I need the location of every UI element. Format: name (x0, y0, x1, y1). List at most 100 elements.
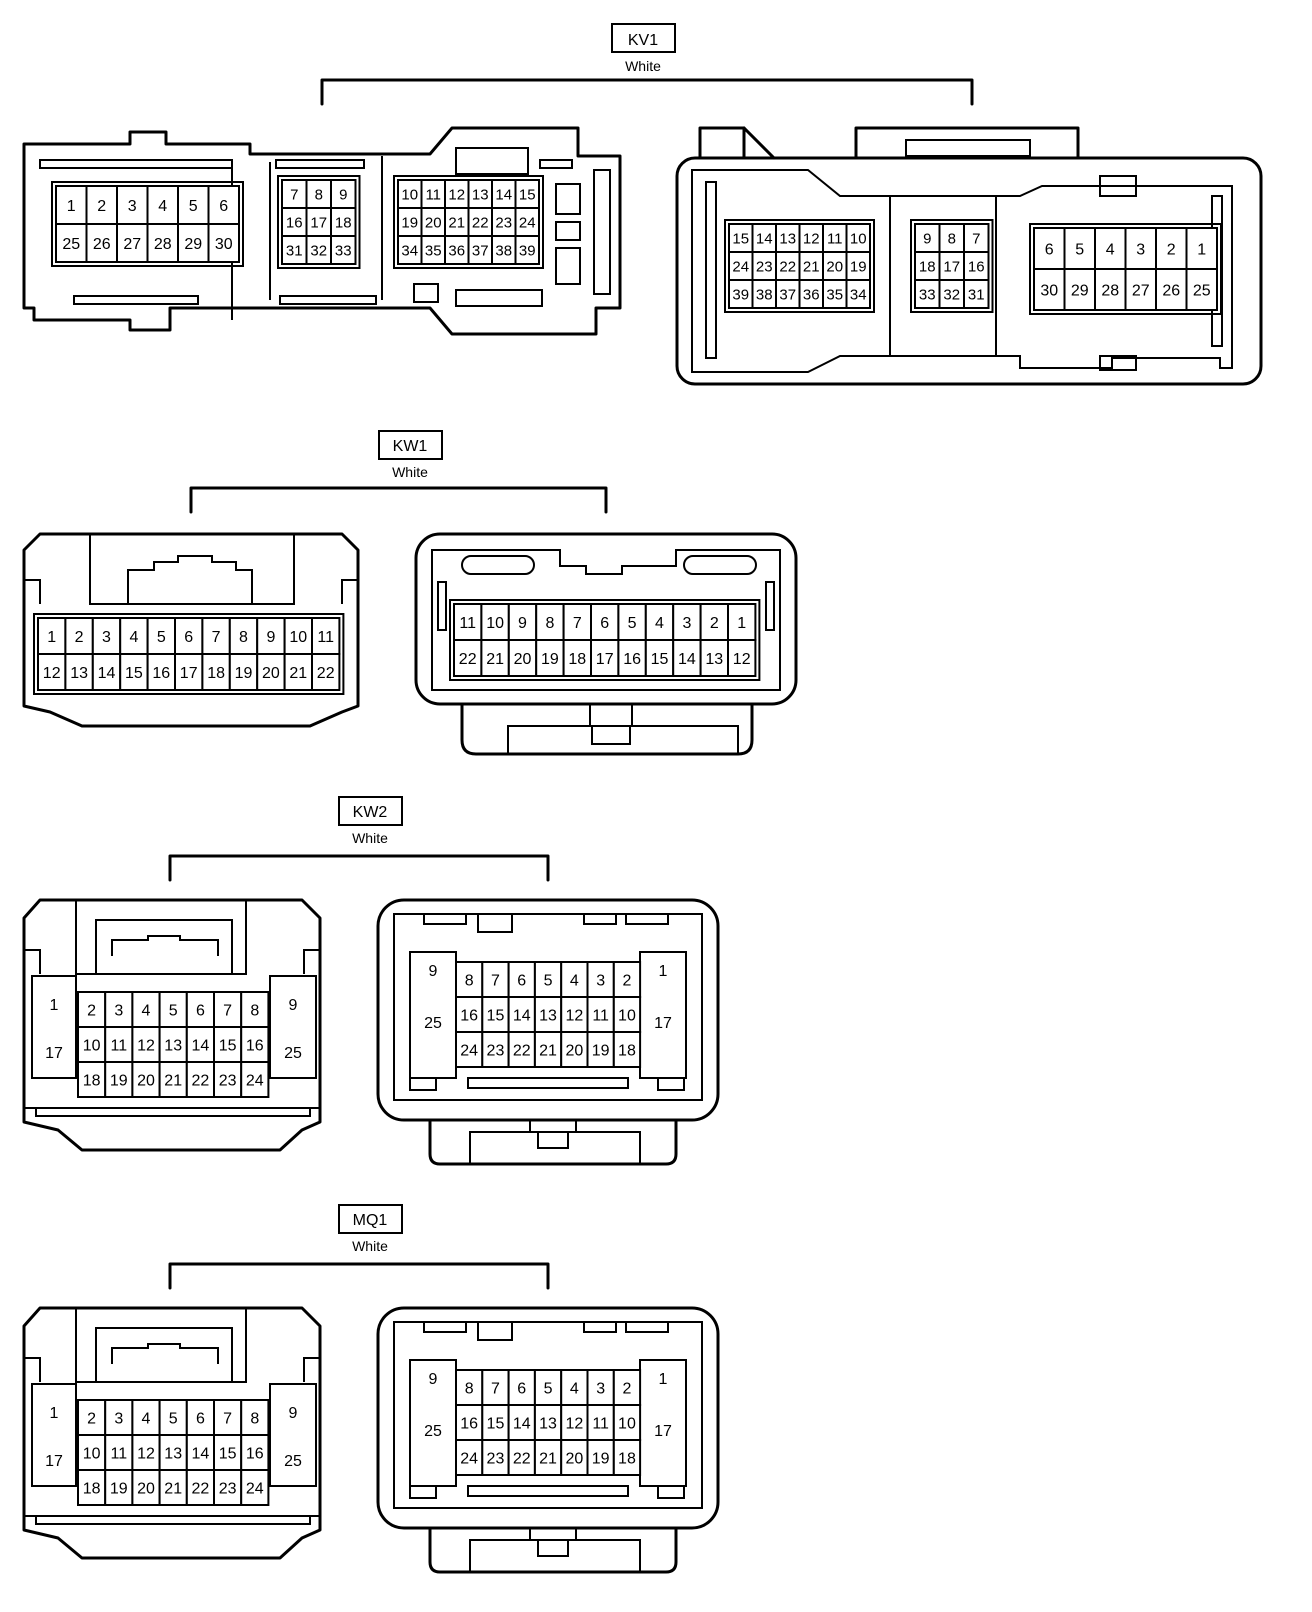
pin-11: 11 (420, 179, 446, 209)
pin-number: 13 (539, 1007, 557, 1024)
pin-outline (213, 1061, 243, 1098)
pin-7: 7 (481, 961, 510, 998)
side-block-right (269, 1383, 317, 1487)
pin-4: 4 (560, 961, 589, 998)
pin-5: 5 (177, 185, 210, 225)
pin-outline (185, 1399, 216, 1436)
pin-17: 17 (590, 639, 620, 677)
pin-number: 5 (157, 629, 166, 646)
pin-23: 23 (481, 1439, 510, 1476)
pin-number: 15 (519, 186, 536, 203)
pin-number: 2 (622, 1380, 631, 1397)
pin-9: 9 (330, 179, 357, 209)
pin-number: 11 (317, 629, 334, 646)
pin-18: 18 (330, 207, 357, 237)
pin-outline (727, 639, 757, 677)
pin-outline (963, 279, 990, 309)
pin-number: 19 (592, 1450, 610, 1467)
pin-number: 7 (223, 1410, 232, 1427)
view-bracket (189, 486, 608, 514)
pin-block-frame (33, 613, 345, 695)
pin-number: 6 (196, 1410, 205, 1427)
lock-housing (428, 1526, 678, 1574)
pin-outline (207, 223, 240, 263)
pin-number: 1 (659, 963, 668, 980)
pin-1: 1 (727, 603, 757, 641)
pin-outline (533, 1439, 563, 1476)
pin-2: 2 (77, 1399, 107, 1436)
pin-21: 21 (444, 207, 470, 237)
pin-6: 6 (590, 603, 620, 641)
pin-number: 5 (169, 1002, 178, 1019)
rib (409, 1077, 437, 1091)
pin-number: 22 (513, 1450, 531, 1467)
pin-16: 16 (240, 1026, 270, 1063)
pin-number: 34 (401, 242, 418, 259)
pin-number: 6 (600, 615, 609, 632)
pin-outline (1185, 227, 1218, 270)
pin-number: 6 (196, 1002, 205, 1019)
pin-5: 5 (533, 961, 563, 998)
pin-7: 7 (562, 603, 592, 641)
pin-29: 29 (177, 223, 210, 263)
pin-13: 13 (533, 996, 563, 1033)
pin-23: 23 (751, 251, 777, 281)
pin-19: 19 (104, 1469, 134, 1506)
lock-frame (75, 1308, 247, 1383)
pin-7: 7 (281, 179, 308, 209)
pin-11: 11 (453, 603, 483, 641)
pin-6: 6 (185, 991, 216, 1028)
pin-18: 18 (612, 1439, 642, 1476)
pin-number: 3 (102, 629, 111, 646)
pin-20: 20 (131, 1061, 161, 1098)
pin-number: 23 (487, 1042, 505, 1059)
pin-outline (507, 603, 538, 641)
pin-outline (201, 653, 231, 691)
pin-15: 15 (644, 639, 675, 677)
pin-number: 21 (486, 651, 504, 668)
pin-3: 3 (1124, 227, 1157, 270)
pin-number: 14 (513, 1007, 531, 1024)
side-notch (24, 1357, 320, 1382)
pin-29: 29 (1063, 268, 1096, 311)
connector-label-mq1: MQ1 White (168, 1204, 550, 1290)
pin-number: 16 (623, 651, 641, 668)
pin-number: 11 (592, 1007, 609, 1024)
pin-outline (311, 617, 341, 655)
pin-outline (119, 653, 149, 691)
pin-24: 24 (240, 1469, 270, 1506)
pin-20: 20 (560, 1031, 589, 1068)
pin-31: 31 (963, 279, 990, 309)
pin-number: 4 (655, 615, 664, 632)
pin-block-frame (449, 599, 761, 681)
pin-31: 31 (281, 235, 308, 265)
connector-label-kw2: KW2 White (168, 796, 550, 882)
pin-block-frame (910, 219, 994, 313)
pin-number: 23 (487, 1450, 505, 1467)
pin-block-frame (1029, 223, 1222, 315)
pin-11: 11 (104, 1434, 134, 1471)
pin-number: 10 (83, 1037, 101, 1054)
pin-outline (185, 1061, 216, 1098)
pin-9: 9 (256, 617, 286, 655)
pin-outline (174, 653, 204, 691)
pin-number: 12 (565, 1007, 583, 1024)
pin-outline (535, 639, 565, 677)
pin-35: 35 (822, 279, 848, 309)
pin-number: 2 (710, 615, 719, 632)
pin-25: 25 (1185, 268, 1218, 311)
pin-20: 20 (560, 1439, 589, 1476)
pin-number: 17 (654, 1423, 672, 1440)
pin-number: 22 (472, 214, 489, 231)
pin-18: 18 (914, 251, 941, 281)
connector-kv1: KV1 White (22, 23, 1263, 386)
pin-number: 20 (262, 665, 280, 682)
pin-number: 7 (223, 1002, 232, 1019)
pin-number: 31 (286, 242, 303, 259)
pin-block-frame (277, 175, 361, 269)
connector-color: White (352, 830, 388, 846)
pin-16: 16 (963, 251, 990, 281)
pin-number: 14 (98, 665, 116, 682)
